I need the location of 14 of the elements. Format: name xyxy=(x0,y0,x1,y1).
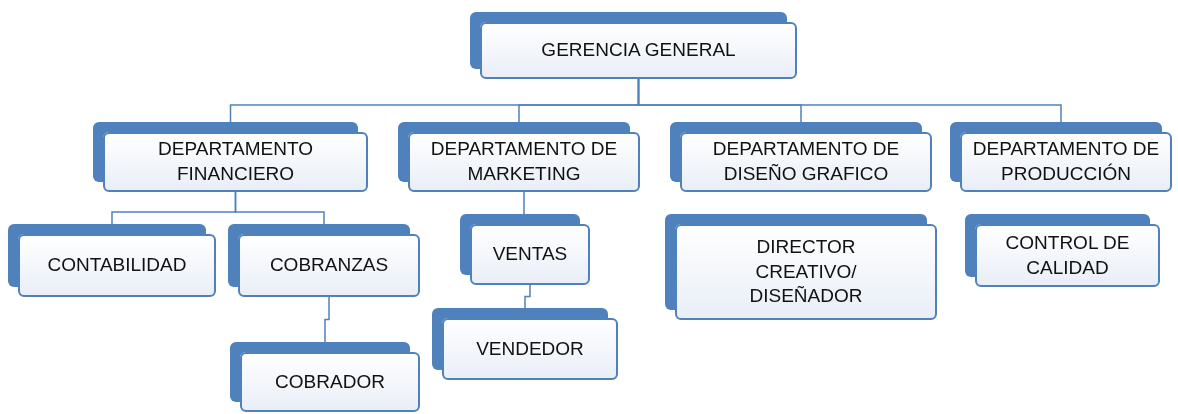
box-label: COBRADOR xyxy=(275,369,385,394)
box-label: DEPARTAMENTO DE DISEÑO GRAFICO xyxy=(711,137,901,186)
box-label: CONTROL DE CALIDAD xyxy=(1004,230,1131,280)
box-label: DIRECTOR CREATIVO/ DISEÑADOR xyxy=(748,234,864,309)
box-label: VENDEDOR xyxy=(476,336,584,361)
box-label: DEPARTAMENTO DE MARKETING xyxy=(429,137,619,186)
box-label: VENTAS xyxy=(492,242,568,267)
connector-line xyxy=(637,78,1062,123)
box-label: GERENCIA GENERAL xyxy=(541,38,736,63)
connector-line xyxy=(523,191,525,215)
box-label: COBRANZAS xyxy=(269,253,389,278)
box-label: DEPARTAMENTO DE PRODUCCIÓN xyxy=(971,137,1161,186)
box-label: DEPARTAMENTO FINANCIERO xyxy=(157,137,314,186)
box-label: CONTABILIDAD xyxy=(47,253,187,278)
